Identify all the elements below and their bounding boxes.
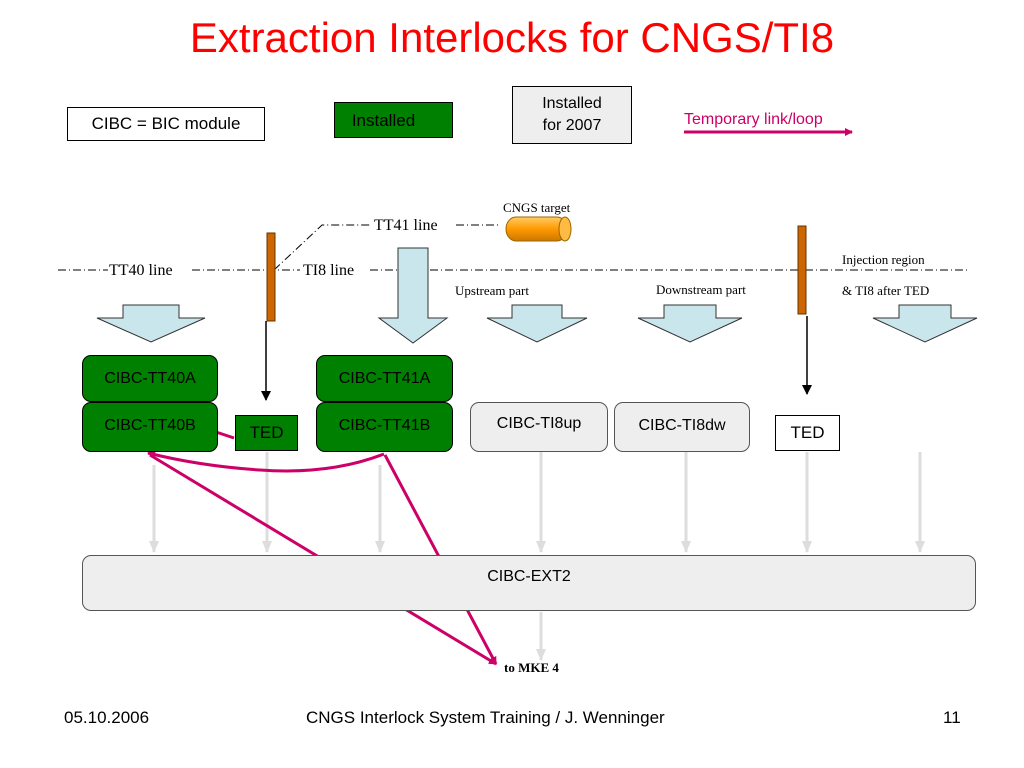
cibc-ti8dw: CIBC-TI8dw	[614, 402, 750, 452]
block-arrow-tt41	[377, 247, 449, 344]
cibc-tt40b: CIBC-TT40B	[82, 402, 218, 452]
legend-installed-2007: Installed for 2007	[512, 86, 632, 144]
tt41-beam-line	[273, 224, 372, 271]
block-arrow-upstream	[486, 304, 588, 343]
slide-title: Extraction Interlocks for CNGS/TI8	[189, 14, 835, 61]
cibc-tt41b: CIBC-TT41B	[316, 402, 453, 452]
ted-bar-left	[266, 232, 276, 322]
legend-temporary-link: Temporary link/loop	[684, 111, 823, 128]
ti8-line-label: TI8 line	[303, 262, 355, 279]
block-arrow-tt40	[96, 304, 206, 343]
block-arrow-downstream	[637, 304, 743, 343]
page-number: 11	[943, 708, 961, 727]
cibc-tt40a: CIBC-TT40A	[82, 355, 218, 402]
legend-installed: Installed	[334, 102, 453, 138]
cibc-tt41a: CIBC-TT41A	[316, 355, 453, 402]
cibc-ext2: CIBC-EXT2	[82, 555, 976, 611]
cngs-target-label: CNGS target	[503, 200, 571, 215]
ted-right: TED	[775, 415, 840, 451]
downstream-part-label: Downstream part	[656, 282, 746, 297]
temp-link-tt41b-to-tt40b	[147, 450, 385, 473]
block-arrow-injection	[872, 304, 978, 343]
ti8-after-ted-label: & TI8 after TED	[842, 283, 930, 298]
cngs-target-icon	[505, 216, 568, 242]
legend-cibc-definition: CIBC = BIC module	[67, 107, 265, 141]
footer-title: CNGS Interlock System Training / J. Wenn…	[306, 708, 665, 727]
cibc-ti8up: CIBC-TI8up	[470, 402, 608, 452]
tt41-line-label: TT41 line	[374, 217, 438, 234]
ted-left: TED	[235, 415, 298, 451]
injection-region-label: Injection region	[842, 252, 925, 267]
upstream-part-label: Upstream part	[455, 283, 530, 298]
footer-date: 05.10.2006	[64, 708, 150, 727]
tt40-line-label: TT40 line	[109, 262, 173, 279]
ted-bar-right	[797, 225, 807, 315]
to-mke4-label: to MKE 4	[504, 660, 559, 675]
